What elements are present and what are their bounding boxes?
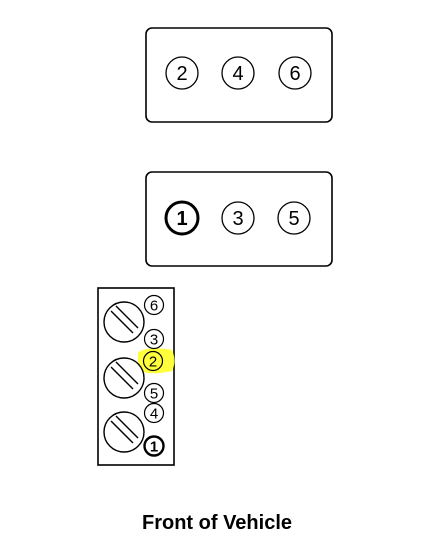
coil-terminal-2-label: 2 xyxy=(149,354,157,371)
coil-terminal-3: 3 xyxy=(143,328,165,350)
cylinder-4: 4 xyxy=(221,56,255,90)
coil-tower-3 xyxy=(103,411,145,453)
firing-order-diagram: 2 4 6 1 3 5 xyxy=(97,27,333,466)
cylinder-1: 1 xyxy=(164,200,200,236)
cylinder-6: 6 xyxy=(278,56,312,90)
rear-cylinder-bank: 2 4 6 xyxy=(145,27,333,123)
coil-terminal-4-label: 4 xyxy=(150,406,158,423)
coil-terminal-1: 1 xyxy=(143,435,165,457)
cylinder-5: 5 xyxy=(277,201,311,235)
cylinder-5-label: 5 xyxy=(288,208,299,230)
coil-terminal-5: 5 xyxy=(143,382,165,404)
front-bank-outline xyxy=(145,171,333,267)
cylinder-1-label: 1 xyxy=(176,208,187,230)
coil-terminal-4: 4 xyxy=(143,402,165,424)
cylinder-3-label: 3 xyxy=(232,208,243,230)
coil-tower-1 xyxy=(103,301,145,343)
cylinder-4-label: 4 xyxy=(232,63,243,85)
terminal-2-highlight xyxy=(138,348,175,374)
cylinder-3: 3 xyxy=(221,201,255,235)
rear-bank-outline xyxy=(145,27,333,123)
coil-pack-outline xyxy=(97,287,175,466)
front-cylinder-bank: 1 3 5 xyxy=(145,171,333,267)
coil-terminal-6-label: 6 xyxy=(150,298,158,315)
coil-tower-2 xyxy=(103,357,145,399)
coil-terminal-3-label: 3 xyxy=(150,332,158,349)
coil-pack: 6 3 2 5 4 1 xyxy=(97,287,175,466)
cylinder-2-label: 2 xyxy=(176,63,187,85)
front-of-vehicle-caption: Front of Vehicle xyxy=(141,512,293,534)
coil-terminal-5-label: 5 xyxy=(150,386,158,403)
cylinder-2: 2 xyxy=(165,56,199,90)
cylinder-6-label: 6 xyxy=(289,63,300,85)
coil-terminal-2: 2 xyxy=(142,350,164,372)
coil-terminal-6: 6 xyxy=(143,294,165,316)
coil-terminal-1-label: 1 xyxy=(150,439,158,456)
